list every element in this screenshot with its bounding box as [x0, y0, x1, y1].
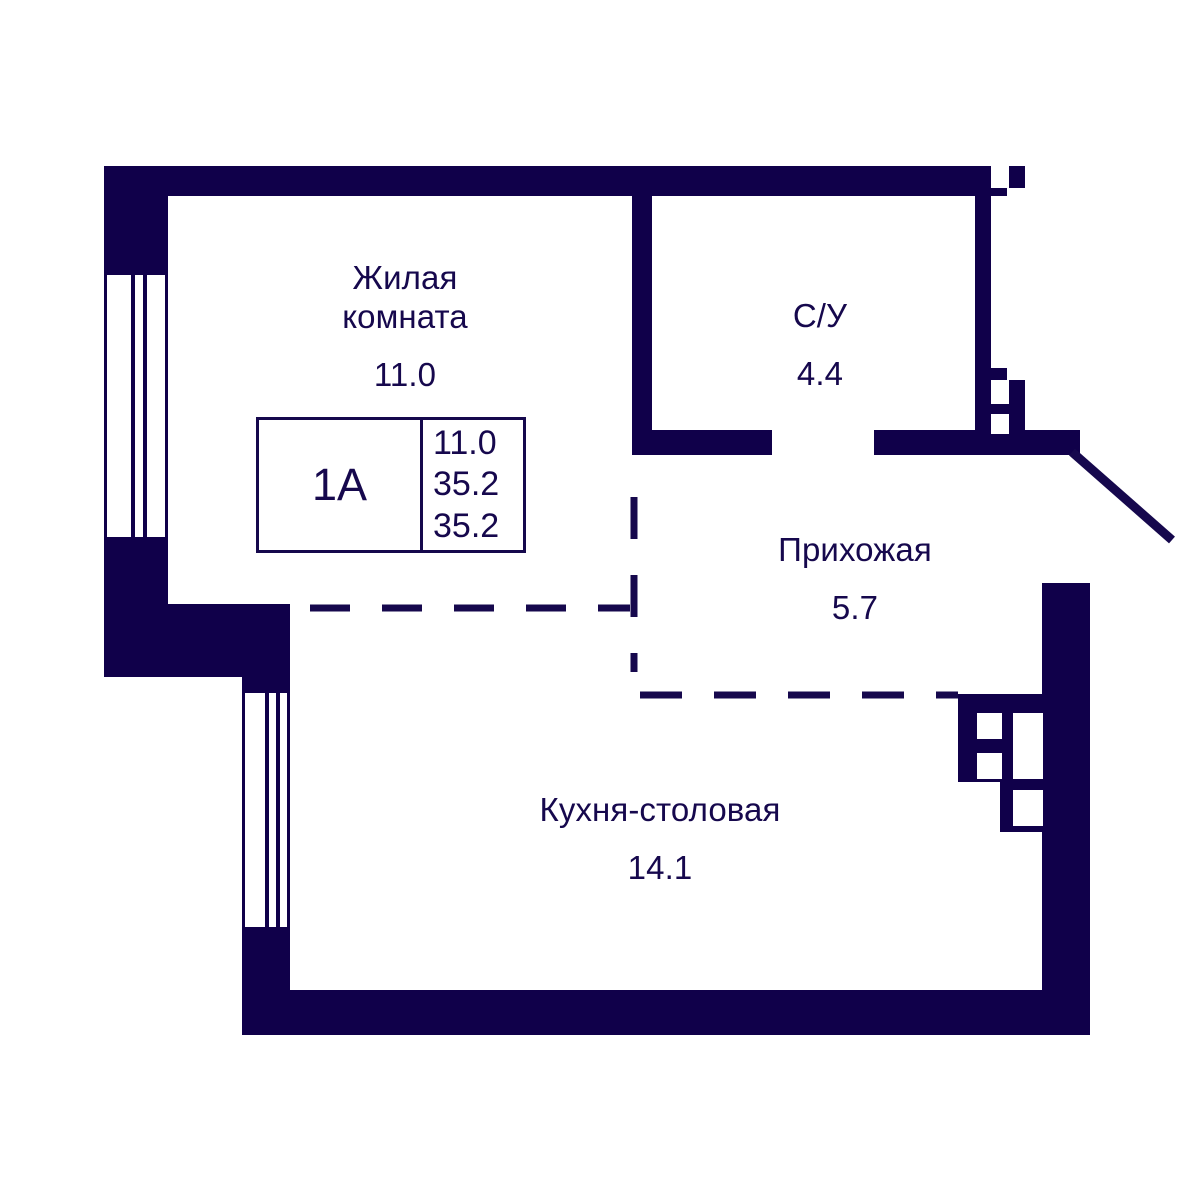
wall-right-upper-outer-c [1007, 380, 1025, 455]
shaft-slot-mid [991, 380, 1009, 404]
room-area-kitchen: 14.1 [627, 848, 693, 886]
shaft-void-small-bottom [977, 753, 1002, 779]
window-kitchen-pane-3 [280, 693, 287, 927]
unit-type-label: 1A [311, 459, 368, 510]
wall-bathroom-bottom-left [632, 430, 772, 455]
room-label-bathroom: С/У 4.4 [690, 278, 950, 413]
shaft-void-small-top [977, 713, 1002, 739]
room-label-hall: Прихожая 5.7 [700, 512, 1010, 647]
unit-areas-cell: 11.0 35.2 35.2 [423, 420, 523, 550]
unit-area-with-balcony: 35.2 [433, 506, 500, 545]
room-name-living: Жилая комната [342, 258, 468, 335]
wall-right-upper-outer-b [1007, 166, 1025, 188]
wall-kitchen-left-upper [242, 604, 290, 690]
window-living-pane-2 [135, 275, 143, 537]
room-area-living: 11.0 [373, 355, 437, 393]
dashed-partition-group [310, 497, 958, 699]
wall-bottom-outer [242, 990, 1090, 1035]
room-area-hall: 5.7 [831, 588, 879, 626]
room-name-hall: Прихожая [778, 530, 932, 568]
window-group [104, 272, 290, 930]
room-area-bathroom: 4.4 [796, 354, 844, 392]
room-label-living: Жилая комната 11.0 [210, 240, 600, 413]
shaft-slot-lower [991, 414, 1009, 434]
shaft-void-lower [1013, 790, 1043, 826]
room-name-bathroom: С/У [792, 296, 848, 334]
wall-top-outer [104, 166, 1007, 196]
wall-right-kitchen [1042, 583, 1090, 1035]
window-living-pane-3 [147, 275, 165, 537]
unit-type-cell: 1A [259, 420, 423, 550]
entrance-door-group [1069, 448, 1175, 544]
room-label-kitchen: Кухня-столовая 14.1 [420, 772, 900, 907]
shaft-slot-upper [991, 196, 1009, 368]
wall-living-bathroom [632, 196, 652, 455]
entrance-door-leaf [1069, 448, 1175, 544]
unit-info-box: 1A 11.0 35.2 35.2 [256, 417, 526, 553]
unit-living-area: 11.0 [433, 424, 497, 463]
unit-total-area: 35.2 [433, 465, 500, 504]
room-name-kitchen: Кухня-столовая [539, 790, 781, 828]
window-living-pane-1 [107, 275, 131, 537]
shaft-void-large [1013, 713, 1043, 779]
wall-left-upper-block [104, 166, 168, 272]
shaft-openings [977, 166, 1043, 826]
shaft-slot-top-notch [991, 166, 1009, 188]
window-kitchen-pane-1 [245, 693, 265, 927]
window-kitchen-pane-2 [269, 693, 276, 927]
